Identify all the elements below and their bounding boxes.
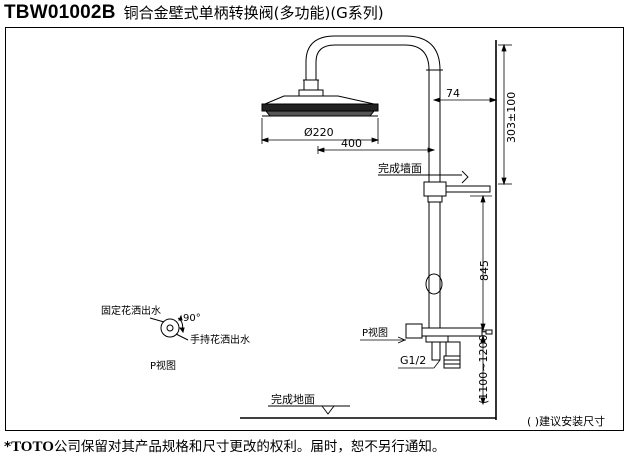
riser-pipe: [303, 35, 443, 330]
thread-label: G1/2: [400, 354, 426, 367]
finished-floor-marker: [240, 405, 496, 419]
shower-head: [261, 79, 379, 117]
footer-text: 公司保留对其产品规格和尺寸更改的权利。届时，恕不另行通知。: [53, 439, 446, 455]
product-title: 铜合金壁式单柄转换阀(多功能)(G系列): [123, 4, 384, 22]
dim-arm-length: [316, 146, 436, 154]
mixer-valve: [405, 323, 493, 369]
thread-pointer: [398, 359, 441, 369]
dim-top-offset: [432, 97, 498, 103]
model-number: TBW01002B: [4, 2, 116, 23]
dim-shower-head-label: Ø220: [304, 126, 334, 139]
p-view-pointer: [360, 336, 407, 344]
hand-shower-label: 手持花洒出水: [190, 333, 250, 346]
install-size-note: ( )建议安装尺寸: [527, 414, 605, 428]
finished-wall-label: 完成墙面: [378, 161, 422, 175]
dim-top-height: [498, 43, 512, 186]
p-view-pointer-label: P视图: [362, 326, 388, 339]
dim-riser-label: 845: [478, 260, 491, 281]
angle-label: 90°: [183, 313, 201, 324]
dim-install-height: [480, 334, 486, 406]
finished-floor-label: 完成地面: [271, 392, 315, 406]
finished-wall-marker: [378, 170, 469, 184]
p-view-title: P视图: [150, 359, 176, 372]
fixed-shower-label: 固定花洒出水: [101, 304, 161, 317]
hand-shower-holder: [425, 273, 443, 295]
footnote-star: *: [4, 439, 12, 455]
page-footer: *TOTO公司保留对其产品规格和尺寸更改的权利。届时，恕不另行通知。: [4, 435, 445, 456]
dim-arm-length-label: 400: [341, 137, 362, 150]
dim-top-height-label: 303±100: [505, 92, 518, 143]
p-view-detail: [149, 314, 189, 341]
upper-bracket: [423, 181, 491, 203]
page-header: TBW01002B 铜合金壁式单柄转换阀(多功能)(G系列): [4, 2, 384, 24]
dim-shower-head: [260, 118, 380, 144]
brand-name: TOTO: [11, 439, 54, 455]
dim-top-offset-label: 74: [446, 87, 460, 100]
dim-install-height-label: (1100~1200): [477, 330, 490, 404]
drawing-frame: [5, 27, 624, 431]
